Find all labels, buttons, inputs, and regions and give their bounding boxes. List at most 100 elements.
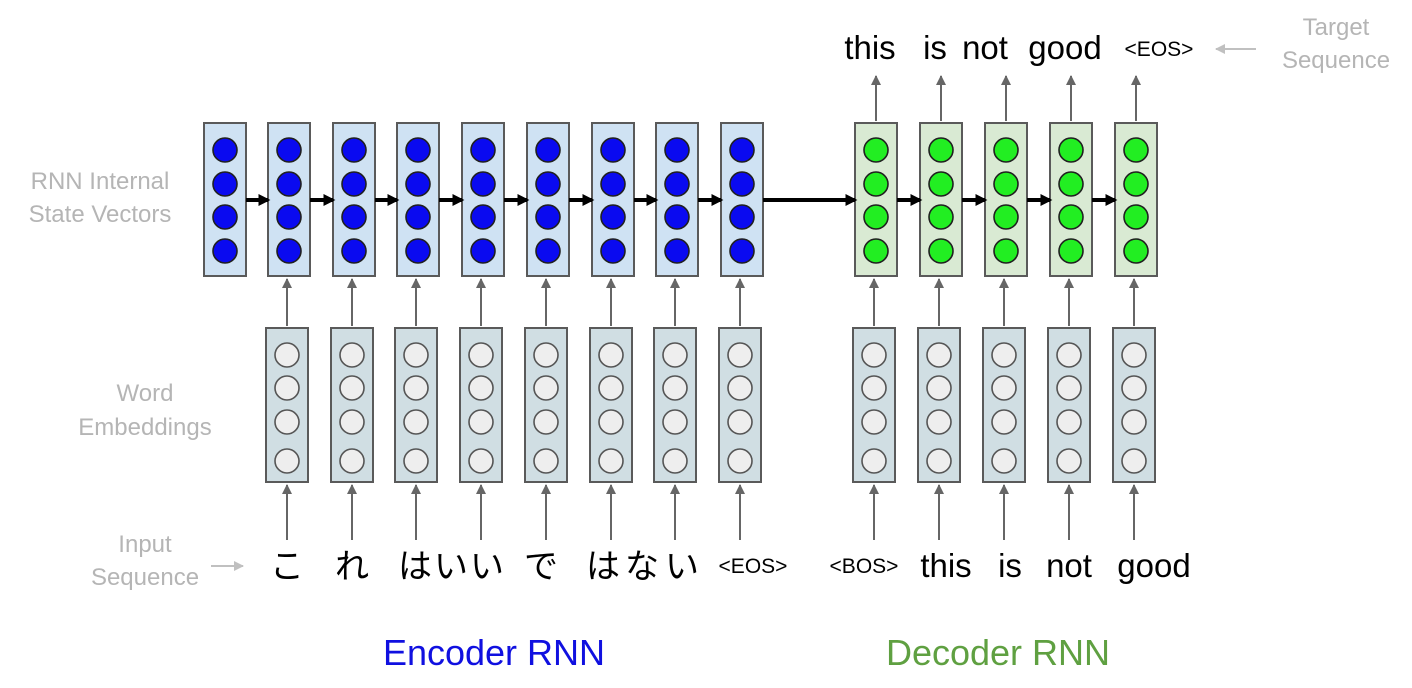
- encoder-embedding-vector-node: [727, 448, 753, 474]
- encoder-embedding-vector-node: [339, 342, 365, 368]
- decoder-embedding-vector-node: [926, 342, 952, 368]
- label-state-line-1: RNN Internal: [31, 168, 170, 195]
- encoder-state-vector-node: [600, 137, 626, 163]
- encoder-state-vector: [267, 122, 311, 277]
- encoder-embedding-vector: [524, 327, 568, 483]
- decoder-state-vector-node: [1123, 204, 1149, 230]
- decoder-embedding-vector-node: [1121, 375, 1147, 401]
- decoder-state-vector-node: [993, 238, 1019, 264]
- decoder-state-vector-node: [1058, 171, 1084, 197]
- target-token-eos: <EOS>: [1125, 38, 1194, 61]
- input-token: れ: [335, 548, 369, 586]
- decoder-state-vector-node: [993, 171, 1019, 197]
- encoder-embedding-vector-node: [339, 448, 365, 474]
- input-token: い: [470, 548, 504, 586]
- encoder-state-vector-node: [212, 171, 238, 197]
- encoder-state-vector-node: [664, 137, 690, 163]
- decoder-embedding-vector-node: [991, 342, 1017, 368]
- encoder-state-vector-node: [405, 137, 431, 163]
- decoder-embedding-vector-node: [861, 375, 887, 401]
- decoder-state-vector-node: [993, 204, 1019, 230]
- decoder-embedding-vector-node: [991, 409, 1017, 435]
- encoder-state-vector-node: [729, 171, 755, 197]
- encoder-embedding-vector-node: [533, 409, 559, 435]
- encoder-state-vector-node: [405, 204, 431, 230]
- encoder-embedding-vector-node: [533, 448, 559, 474]
- decoder-state-vector-node: [928, 137, 954, 163]
- decoder-input-token-bos: <BOS>: [830, 555, 899, 578]
- decoder-embedding-vector: [917, 327, 961, 483]
- encoder-title: Encoder RNN: [383, 632, 605, 673]
- input-token: は: [586, 548, 620, 586]
- decoder-input-token: good: [1117, 547, 1190, 584]
- input-token: い: [434, 548, 468, 586]
- decoder-embedding-vector-node: [926, 409, 952, 435]
- encoder-embedding-vector-node: [662, 375, 688, 401]
- encoder-state-vector-node: [212, 137, 238, 163]
- label-target-line-1: Target: [1303, 14, 1370, 41]
- encoder-embedding-vector-node: [403, 448, 429, 474]
- target-token: good: [1028, 29, 1101, 66]
- encoder-embedding-vector-node: [274, 409, 300, 435]
- decoder-embedding-vector-node: [926, 448, 952, 474]
- input-token: い: [665, 548, 699, 586]
- decoder-state-vector-node: [928, 204, 954, 230]
- encoder-embedding-vector-node: [598, 409, 624, 435]
- embedding-layer: [265, 327, 1156, 483]
- encoder-state-vector-node: [405, 171, 431, 197]
- label-target-line-2: Sequence: [1282, 47, 1390, 74]
- encoder-state-vector: [591, 122, 635, 277]
- decoder-state-vector-node: [1058, 137, 1084, 163]
- decoder-state-vector: [1114, 122, 1158, 277]
- decoder-state-vector: [919, 122, 963, 277]
- encoder-state-vector-node: [341, 171, 367, 197]
- encoder-embedding-vector-node: [662, 409, 688, 435]
- input-sequence-tokens: こ れ は い い で は な い <EOS>: [270, 548, 787, 586]
- decoder-state-vector-node: [1058, 204, 1084, 230]
- encoder-state-vector-node: [729, 137, 755, 163]
- decoder-title: Decoder RNN: [886, 632, 1110, 673]
- arrow-layer: [246, 75, 1141, 540]
- encoder-embedding-vector-node: [274, 375, 300, 401]
- encoder-embedding-vector-node: [727, 342, 753, 368]
- encoder-embedding-vector-node: [468, 375, 494, 401]
- decoder-state-vector-node: [1123, 171, 1149, 197]
- decoder-embedding-vector-node: [1056, 342, 1082, 368]
- decoder-input-token: is: [998, 547, 1022, 584]
- decoder-state-vector: [1049, 122, 1093, 277]
- decoder-embedding-vector-node: [991, 375, 1017, 401]
- encoder-state-vector-node: [212, 204, 238, 230]
- label-embed-line-1: Word: [117, 380, 174, 407]
- encoder-state-vector: [526, 122, 570, 277]
- encoder-embedding-vector: [394, 327, 438, 483]
- decoder-state-vector-node: [863, 204, 889, 230]
- encoder-embedding-vector-node: [662, 342, 688, 368]
- encoder-state-vector-node: [341, 204, 367, 230]
- label-embed-line-2: Embeddings: [78, 414, 211, 441]
- encoder-embedding-vector-node: [403, 342, 429, 368]
- encoder-state-vector-node: [535, 137, 561, 163]
- target-token: is: [923, 29, 947, 66]
- encoder-embedding-vector-node: [274, 448, 300, 474]
- label-word-embeddings: Word Embeddings: [78, 380, 211, 441]
- encoder-state-vector: [332, 122, 376, 277]
- decoder-embedding-vector-node: [926, 375, 952, 401]
- encoder-state-vector-node: [535, 171, 561, 197]
- label-state-line-2: State Vectors: [29, 201, 172, 228]
- encoder-state-vector-node: [664, 238, 690, 264]
- encoder-state-vector-node: [276, 137, 302, 163]
- decoder-embedding-vector-node: [1121, 342, 1147, 368]
- encoder-embedding-vector: [265, 327, 309, 483]
- encoder-state-vector-node: [470, 137, 496, 163]
- encoder-embedding-vector-node: [468, 448, 494, 474]
- encoder-state-vector-node: [276, 238, 302, 264]
- encoder-state-vector-node: [341, 137, 367, 163]
- encoder-embedding-vector-node: [598, 375, 624, 401]
- encoder-embedding-vector: [459, 327, 503, 483]
- encoder-state-vector-node: [600, 204, 626, 230]
- decoder-state-vector-node: [928, 238, 954, 264]
- encoder-embedding-vector-node: [403, 409, 429, 435]
- encoder-embedding-vector-node: [468, 409, 494, 435]
- encoder-state-vector-node: [470, 238, 496, 264]
- decoder-state-vector-node: [863, 137, 889, 163]
